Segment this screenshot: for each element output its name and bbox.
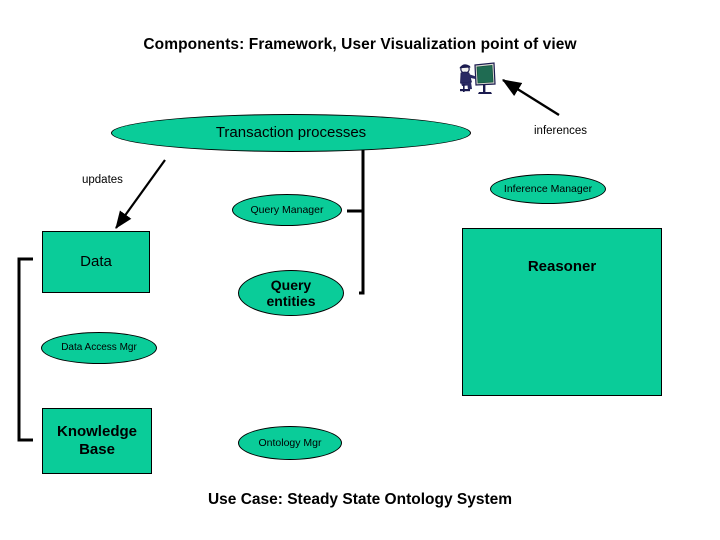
node-reasoner[interactable]: Reasoner	[462, 228, 662, 396]
label-inferences: inferences	[534, 125, 588, 137]
slide-caption: Use Case: Steady State Ontology System	[207, 491, 513, 508]
node-ontology-mgr[interactable]: Ontology Mgr	[238, 426, 342, 460]
bracket-data-to-knowledge-base	[17, 257, 33, 442]
page-title: Components: Framework, User Visualizatio…	[143, 36, 577, 53]
label-updates: updates	[82, 174, 123, 186]
node-data[interactable]: Data	[42, 231, 150, 293]
node-data-access-mgr[interactable]: Data Access Mgr	[41, 332, 157, 364]
node-inference-manager[interactable]: Inference Manager	[490, 174, 606, 204]
person-at-computer-icon	[455, 60, 499, 96]
bracket-query-manager-to-query-entities	[347, 209, 365, 295]
node-transaction-processes[interactable]: Transaction processes	[111, 114, 471, 152]
arrow-inferences-to-user	[501, 78, 560, 117]
arrow-updates-to-data	[115, 159, 166, 229]
node-query-manager[interactable]: Query Manager	[232, 194, 342, 226]
